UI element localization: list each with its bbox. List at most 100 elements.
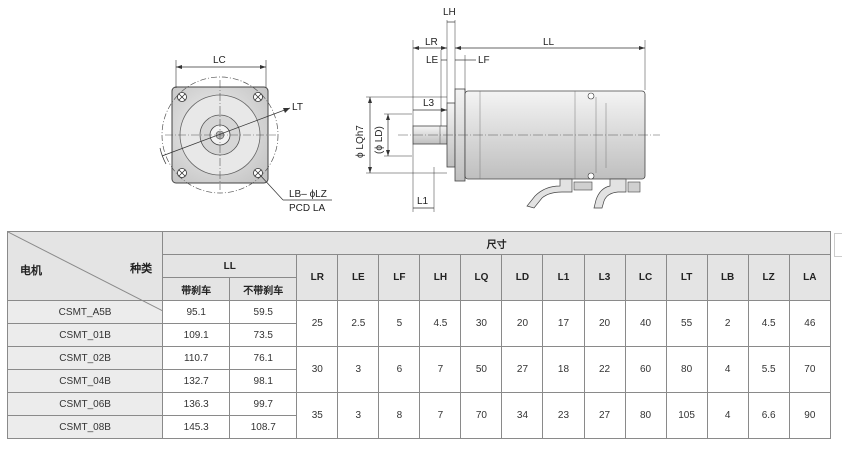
ll-nobrake-value: 108.7 [229, 415, 298, 439]
ll-brake-value: 109.1 [162, 323, 231, 347]
dim-ld: (ϕ LD) [374, 126, 385, 154]
cell-ld: 20 [501, 300, 544, 347]
cell-lz: 4.5 [747, 300, 790, 347]
model-name: CSMT_01B [6, 323, 164, 347]
corner-label-type: 种类 [130, 263, 153, 275]
dim-le: LE [426, 55, 439, 66]
cell-lb: 2 [706, 300, 749, 347]
col-header: LF [378, 254, 421, 301]
cell-lq: 70 [460, 392, 503, 439]
cell-le: 3 [337, 392, 380, 439]
cell-lc: 80 [624, 392, 667, 439]
col-header: LE [337, 254, 380, 301]
edge-marker [834, 233, 842, 257]
motor-dimension-drawing: LC LT LB– ϕLZ PCD LA [159, 7, 660, 214]
cell-lb: 4 [706, 392, 749, 439]
cell-la: 90 [788, 392, 832, 439]
cell-l1: 23 [542, 392, 585, 439]
dimension-table: 电机 种类 尺寸 LL LR LE LF LH LQ LD L1 L3 LC L… [6, 231, 832, 439]
cell-ld: 27 [501, 346, 544, 393]
model-name: CSMT_06B [6, 392, 164, 416]
cell-lf: 5 [378, 300, 421, 347]
col-header: LB [706, 254, 749, 301]
cell-lt: 80 [665, 346, 708, 393]
model-name: CSMT_04B [6, 369, 164, 393]
dim-lb-lz: LB– ϕLZ [289, 189, 327, 200]
front-view: LC LT LB– ϕLZ PCD LA [159, 55, 332, 214]
cell-le: 3 [337, 346, 380, 393]
cell-lh: 7 [419, 392, 462, 439]
cell-lr: 35 [296, 392, 339, 439]
col-header: LC [624, 254, 667, 301]
cell-l1: 18 [542, 346, 585, 393]
ll-brake-value: 145.3 [162, 415, 231, 439]
ll-header: LL [162, 254, 298, 278]
col-header: LQ [460, 254, 503, 301]
table-row: CSMT_06B 136.3 99.7 35 3 8 7 70 34 23 27… [6, 392, 832, 439]
dim-lf: LF [478, 55, 490, 66]
model-name: CSMT_08B [6, 415, 164, 439]
mounting-holes [177, 92, 263, 178]
cell-lc: 40 [624, 300, 667, 347]
header-row-size: 电机 种类 尺寸 [6, 231, 831, 311]
cell-le: 2.5 [337, 300, 380, 347]
cell-l3: 22 [583, 346, 626, 393]
dim-l3: L3 [423, 98, 435, 109]
ll-brake-value: 136.3 [162, 392, 231, 416]
col-header: LZ [747, 254, 790, 301]
cell-lz: 5.5 [747, 346, 790, 393]
cell-lf: 8 [378, 392, 421, 439]
cell-lc: 60 [624, 346, 667, 393]
ll-brake-value: 95.1 [162, 300, 231, 324]
cell-lr: 25 [296, 300, 339, 347]
dim-l1: L1 [417, 196, 429, 207]
corner-header: 电机 种类 [6, 231, 164, 311]
col-header: L3 [583, 254, 626, 301]
model-name: CSMT_A5B [6, 300, 164, 324]
cable-left [526, 178, 573, 209]
table-row: CSMT_08B 145.3 108.7 [6, 415, 831, 439]
cell-lz: 6.6 [747, 392, 790, 439]
col-header: LR [296, 254, 339, 301]
cell-l3: 27 [583, 392, 626, 439]
ll-nobrake-value: 98.1 [229, 369, 298, 393]
col-header: LT [665, 254, 708, 301]
ll-nobrake-value: 76.1 [229, 346, 298, 370]
col-header: LH [419, 254, 462, 301]
cell-lq: 30 [460, 300, 503, 347]
side-view: LH LR LL LE LF L3 L1 ϕ LQh7 [355, 7, 660, 212]
table-row: CSMT_02B 110.7 76.1 30 3 6 7 50 27 18 22… [6, 346, 832, 393]
pcd-circle [161, 76, 279, 194]
cell-lt: 105 [665, 392, 708, 439]
cell-lt: 55 [665, 300, 708, 347]
model-name: CSMT_02B [6, 346, 164, 370]
table-row: CSMT_A5B 95.1 59.5 25 2.5 5 4.5 30 20 17… [6, 300, 832, 347]
cell-lq: 50 [460, 346, 503, 393]
ll-nobrake-header: 不带刹车 [229, 277, 298, 301]
ll-brake-value: 132.7 [162, 369, 231, 393]
ll-nobrake-value: 99.7 [229, 392, 298, 416]
col-header: LD [501, 254, 544, 301]
dim-lh: LH [443, 7, 456, 18]
cell-lf: 6 [378, 346, 421, 393]
dim-lq: ϕ LQh7 [355, 125, 366, 158]
ll-brake-header: 带刹车 [162, 277, 231, 301]
size-header: 尺寸 [162, 231, 831, 255]
header-row-columns: LL LR LE LF LH LQ LD L1 L3 LC LT LB LZ L… [8, 254, 832, 301]
dim-pcd: PCD LA [289, 203, 325, 214]
col-header: L1 [542, 254, 585, 301]
cell-la: 70 [788, 346, 832, 393]
cell-la: 46 [788, 300, 832, 347]
ll-brake-value: 110.7 [162, 346, 231, 370]
cell-lh: 4.5 [419, 300, 462, 347]
col-header: LA [788, 254, 832, 301]
dim-lc: LC [213, 55, 226, 66]
corner-diagonal [8, 232, 163, 311]
table-row: CSMT_01B 109.1 73.5 [6, 323, 831, 347]
ll-nobrake-value: 73.5 [229, 323, 298, 347]
cell-l3: 20 [583, 300, 626, 347]
table-row: CSMT_04B 132.7 98.1 [6, 369, 831, 393]
cell-lb: 4 [706, 346, 749, 393]
dim-lt: LT [292, 102, 303, 113]
cell-l1: 17 [542, 300, 585, 347]
